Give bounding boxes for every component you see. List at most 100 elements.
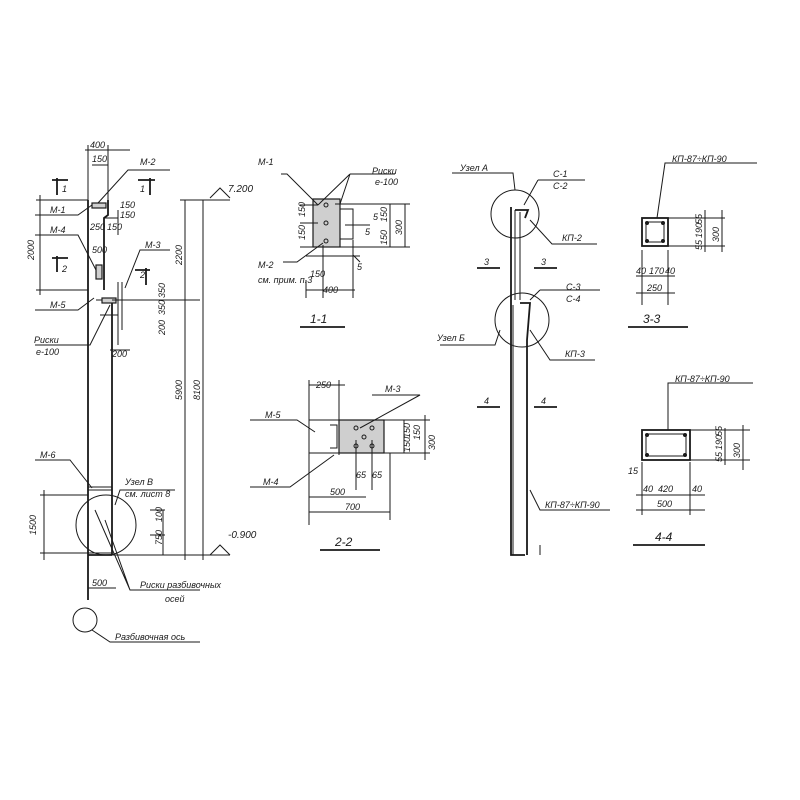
- section-4-4: КП-87÷КП-90 55 190 55 300 15 40 420 40 5…: [628, 374, 753, 546]
- dim-15: 15: [628, 466, 639, 476]
- label-m6: М-6: [40, 450, 56, 460]
- marks-label: Риски: [34, 335, 59, 345]
- section-1-note: см. прим. п.3: [258, 275, 312, 285]
- section-2-title: 2-2: [334, 535, 353, 549]
- dim-5-a: 5: [373, 212, 379, 222]
- dim-100: 100: [154, 507, 164, 522]
- section-1-label-m1: М-1: [258, 157, 274, 167]
- section-3-3: КП-87÷КП-90 55 190 55 300 40 170 40 250 …: [628, 154, 757, 328]
- dim-2200: 2200: [174, 245, 184, 266]
- dim-200-b: 200: [111, 349, 127, 359]
- dim-40-b: 40: [665, 266, 675, 276]
- section-mark-1-left: 1: [62, 184, 67, 194]
- dim-40-b: 40: [692, 484, 702, 494]
- elevation-bottom: -0.900: [228, 530, 257, 541]
- dim-190: 190: [714, 435, 724, 450]
- dim-200-a: 200: [157, 320, 167, 336]
- dim-65-b: 65: [372, 470, 383, 480]
- section-1-1: М-1 Риски е-100 М-2 см. прим. п.3 150 15…: [258, 157, 410, 328]
- dim-420: 420: [658, 484, 673, 494]
- dim-150-b: 150: [297, 225, 307, 240]
- dim-150-h: 150: [107, 222, 122, 232]
- dim-500: 500: [92, 245, 107, 255]
- dim-300: 300: [427, 435, 437, 450]
- marks-step: е-100: [36, 347, 59, 357]
- dim-55-b: 55: [694, 239, 704, 250]
- dim-250: 250: [89, 222, 105, 232]
- dim-150-c: 150: [412, 425, 422, 440]
- dim-400: 400: [323, 285, 338, 295]
- dim-350-a: 350: [157, 283, 167, 298]
- dim-250: 250: [646, 283, 662, 293]
- dim-150-v2: 150: [120, 210, 135, 220]
- label-kp87-90: КП-87÷КП-90: [545, 500, 600, 510]
- dim-300: 300: [732, 443, 742, 458]
- section-4-kp: КП-87÷КП-90: [675, 374, 730, 384]
- section-3-kp: КП-87÷КП-90: [672, 154, 727, 164]
- dim-150-e: 150: [310, 269, 325, 279]
- column-elevation: М-2 М-1 М-4 М-3 М-5 М-6 1 1 2 2 400 150 …: [26, 140, 257, 643]
- section-3-title: 3-3: [643, 312, 661, 326]
- dim-150-v1: 150: [120, 200, 135, 210]
- dim-150-c: 150: [379, 207, 389, 222]
- axis-marks-label: Риски разбивочных: [140, 580, 222, 590]
- label-m5: М-5: [50, 300, 66, 310]
- dim-1500: 1500: [28, 515, 38, 535]
- elevation-top: 7.200: [228, 184, 253, 195]
- dim-65-a: 65: [356, 470, 367, 480]
- node-a-label: Узел А: [459, 163, 488, 173]
- label-m4: М-4: [50, 225, 66, 235]
- section-1-marks: Риски: [372, 166, 397, 176]
- dim-5-b: 5: [365, 227, 371, 237]
- dim-150-d: 150: [379, 230, 389, 245]
- dim-150-a: 150: [297, 202, 307, 217]
- dim-2000: 2000: [26, 240, 36, 261]
- dim-150-top: 150: [92, 154, 107, 164]
- dim-300: 300: [711, 227, 721, 242]
- section-1-label-m2: М-2: [258, 260, 274, 270]
- frame-elevation: Узел А С-1 С-2 КП-2 3 3 С-3 С-4 Узел Б К…: [436, 163, 610, 556]
- section-2-label-m4: М-4: [263, 477, 279, 487]
- dim-750: 750: [154, 530, 164, 545]
- label-m3: М-3: [145, 240, 161, 250]
- dim-350-b: 350: [157, 300, 167, 315]
- dim-700: 700: [345, 502, 360, 512]
- dim-500-bottom: 500: [92, 578, 107, 588]
- dim-150-b: 150: [402, 437, 412, 452]
- dim-150-a: 150: [402, 423, 412, 438]
- dim-5-c: 5: [357, 262, 363, 272]
- section-mark-4-left: 4: [484, 396, 489, 406]
- section-1-marks-step: е-100: [375, 177, 398, 187]
- dim-500: 500: [657, 499, 672, 509]
- label-kp3: КП-3: [565, 349, 585, 359]
- axis-label: Разбивочная ось: [115, 632, 185, 642]
- node-v-label: Узел В: [124, 477, 153, 487]
- dim-8100: 8100: [192, 380, 202, 400]
- dim-40-a: 40: [636, 266, 646, 276]
- section-2-2: 250 М-3 М-5 М-4 150 150 150 300 65 65 50…: [250, 380, 437, 551]
- dim-170: 170: [649, 266, 664, 276]
- node-v-circle: [75, 494, 137, 556]
- dim-55-b: 55: [714, 451, 724, 462]
- label-c3: С-3: [566, 282, 581, 292]
- dim-400: 400: [90, 140, 105, 150]
- section-mark-1-right: 1: [140, 184, 145, 194]
- node-v-ref: см. лист 8: [125, 489, 170, 499]
- section-mark-3-right: 3: [541, 257, 546, 267]
- section-4-title: 4-4: [655, 530, 673, 544]
- section-2-label-m5: М-5: [265, 410, 281, 420]
- label-m2: М-2: [140, 157, 156, 167]
- dim-190: 190: [694, 223, 704, 238]
- dim-40-a: 40: [643, 484, 653, 494]
- section-mark-4-right: 4: [541, 396, 546, 406]
- dim-500: 500: [330, 487, 345, 497]
- dim-250: 250: [315, 380, 331, 390]
- dim-55-a: 55: [714, 425, 724, 436]
- dim-55-a: 55: [694, 213, 704, 224]
- plate-m2: [91, 202, 107, 209]
- label-kp2: КП-2: [562, 233, 582, 243]
- dim-300: 300: [394, 220, 404, 235]
- label-c1: С-1: [553, 169, 568, 179]
- label-m1: М-1: [50, 205, 66, 215]
